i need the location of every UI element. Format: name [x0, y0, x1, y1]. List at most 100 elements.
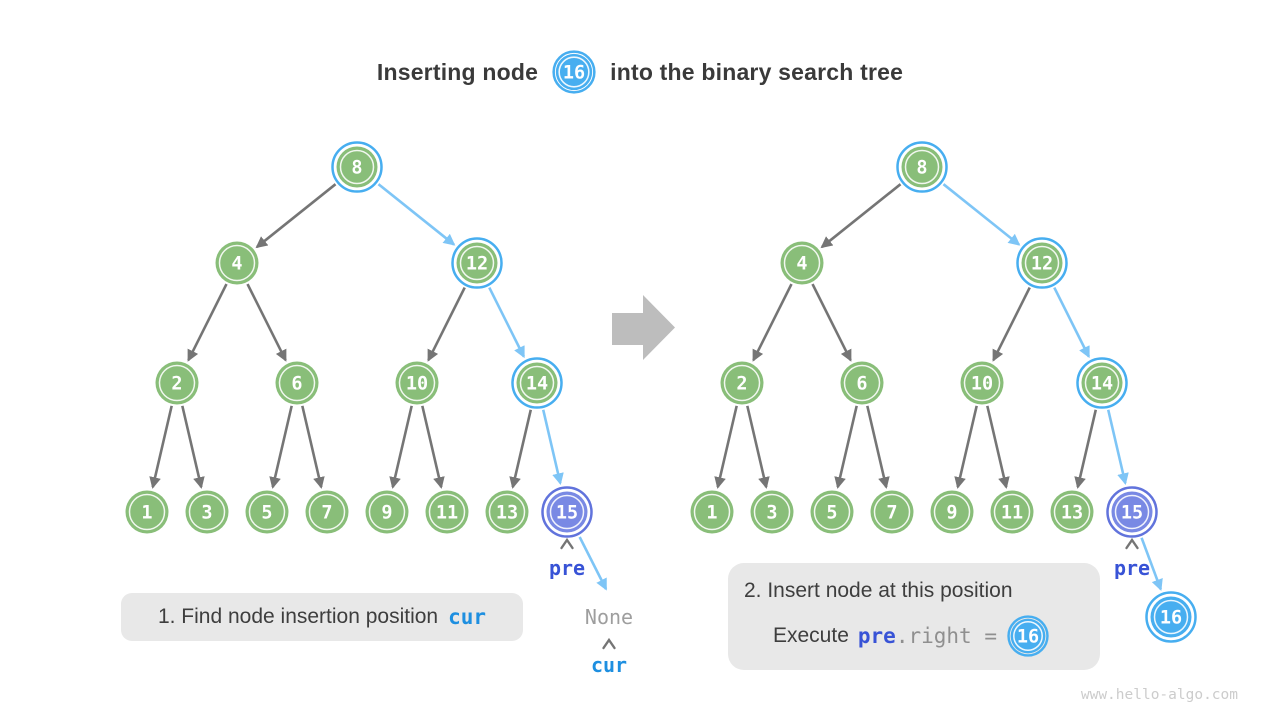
- edge-after-8-4: [820, 183, 902, 249]
- node-value: 7: [321, 502, 332, 523]
- node-value: 1: [141, 502, 152, 523]
- caption-2-code: pre.right =: [858, 624, 997, 649]
- tree-node-after-2: 2: [720, 361, 764, 405]
- node-value: 8: [351, 157, 362, 178]
- tree-node-before-11: 11: [425, 490, 469, 534]
- node-value: 14: [526, 373, 548, 394]
- node-value: 11: [436, 502, 458, 523]
- caption-2-code-pre: pre: [857, 623, 896, 648]
- node-value: 4: [231, 253, 242, 274]
- tree-node-after-3: 3: [750, 490, 794, 534]
- edge-before-12-14: [488, 287, 525, 359]
- figure-title: Inserting node 16 into the binary search…: [0, 46, 1280, 98]
- tree-node-after-15: 15: [1106, 486, 1158, 538]
- edge-after-10-11: [986, 405, 1010, 489]
- node-value: 2: [171, 373, 182, 394]
- node-value: 13: [1061, 502, 1083, 523]
- label-none: None: [585, 605, 633, 629]
- tree-node-before-14: 14: [511, 357, 563, 409]
- edge-after-15-16: [1140, 537, 1163, 591]
- node-value: 11: [1001, 502, 1023, 523]
- title-node-16: 16: [552, 50, 596, 94]
- edge-after-4-2: [752, 283, 793, 362]
- label-pre-right: pre: [1114, 556, 1150, 580]
- edge-before-4-6: [246, 283, 287, 362]
- edge-before-6-7: [301, 405, 325, 489]
- caption-step-1: 1. Find node insertion position cur: [121, 593, 523, 641]
- edge-before-8-12: [377, 183, 456, 246]
- edge-before-14-13: [509, 409, 533, 489]
- edge-to-none: [578, 536, 608, 591]
- tree-node-before-6: 6: [275, 361, 319, 405]
- tree-node-after-9: 9: [930, 490, 974, 534]
- edge-after-12-14: [1053, 287, 1090, 359]
- caption-1-code-cur: cur: [448, 605, 487, 629]
- node-value: 10: [406, 373, 428, 394]
- tree-node-before-4: 4: [215, 241, 259, 285]
- tree-node-before-12: 12: [451, 237, 503, 289]
- edge-after-6-7: [866, 405, 890, 489]
- node-value: 1: [706, 502, 717, 523]
- node-value: 15: [1121, 502, 1143, 523]
- edge-after-14-13: [1074, 409, 1098, 489]
- edge-before-10-9: [389, 405, 413, 489]
- edge-before-4-2: [187, 283, 228, 362]
- tree-node-after-13: 13: [1050, 490, 1094, 534]
- tree-node-after-7: 7: [870, 490, 914, 534]
- node-value: 2: [736, 373, 747, 394]
- node-value: 6: [291, 373, 302, 394]
- caret-up-icon: [1125, 537, 1139, 550]
- caret-up-icon: [602, 637, 616, 650]
- edge-before-6-5: [269, 405, 293, 489]
- tree-node-before-13: 13: [485, 490, 529, 534]
- tree-node-after-8: 8: [896, 141, 948, 193]
- tree-node-after-10: 10: [960, 361, 1004, 405]
- node-value: 12: [466, 253, 488, 274]
- caret-up-icon: [560, 537, 574, 550]
- tree-node-before-9: 9: [365, 490, 409, 534]
- caption-2-execute: Execute: [773, 624, 849, 647]
- edge-after-10-9: [954, 405, 978, 489]
- edge-after-14-15: [1106, 409, 1129, 485]
- tree-node-after-16: 16: [1145, 591, 1197, 643]
- tree-node-before-1: 1: [125, 490, 169, 534]
- node-value: 15: [556, 502, 578, 523]
- edge-after-6-5: [834, 405, 858, 489]
- node-value: 14: [1091, 373, 1113, 394]
- tree-node-after-12: 12: [1016, 237, 1068, 289]
- edge-after-4-6: [811, 283, 852, 362]
- tree-node-before-2: 2: [155, 361, 199, 405]
- edge-after-2-1: [714, 405, 738, 489]
- edge-before-8-4: [255, 183, 337, 249]
- node-value: 16: [1017, 626, 1039, 647]
- tree-node-before-8: 8: [331, 141, 383, 193]
- node-value: 7: [886, 502, 897, 523]
- node-value: 16: [1160, 607, 1182, 628]
- transition-arrow-icon: [612, 295, 675, 360]
- node-value: 4: [796, 253, 807, 274]
- tree-node-after-5: 5: [810, 490, 854, 534]
- node-value: 3: [766, 502, 777, 523]
- caption-2-line2: Execute pre.right = 16: [773, 614, 1100, 658]
- node-value: 16: [563, 62, 585, 83]
- tree-node-after-14: 14: [1076, 357, 1128, 409]
- node-value: 8: [916, 157, 927, 178]
- tree-node-before-15: 15: [541, 486, 593, 538]
- tree-node-before-7: 7: [305, 490, 349, 534]
- edge-after-2-3: [746, 405, 770, 489]
- node-value: 6: [856, 373, 867, 394]
- label-cur: cur: [591, 653, 627, 677]
- edge-before-12-10: [427, 287, 466, 362]
- tree-node-after-1: 1: [690, 490, 734, 534]
- node-value: 13: [496, 502, 518, 523]
- node-value: 3: [201, 502, 212, 523]
- node-value: 5: [261, 502, 272, 523]
- tree-node-before-3: 3: [185, 490, 229, 534]
- edge-after-12-10: [992, 287, 1031, 362]
- edge-before-2-1: [149, 405, 173, 489]
- edge-before-14-15: [541, 409, 564, 485]
- caption-1-text: 1. Find node insertion position: [157, 605, 439, 628]
- tree-node-before-10: 10: [395, 361, 439, 405]
